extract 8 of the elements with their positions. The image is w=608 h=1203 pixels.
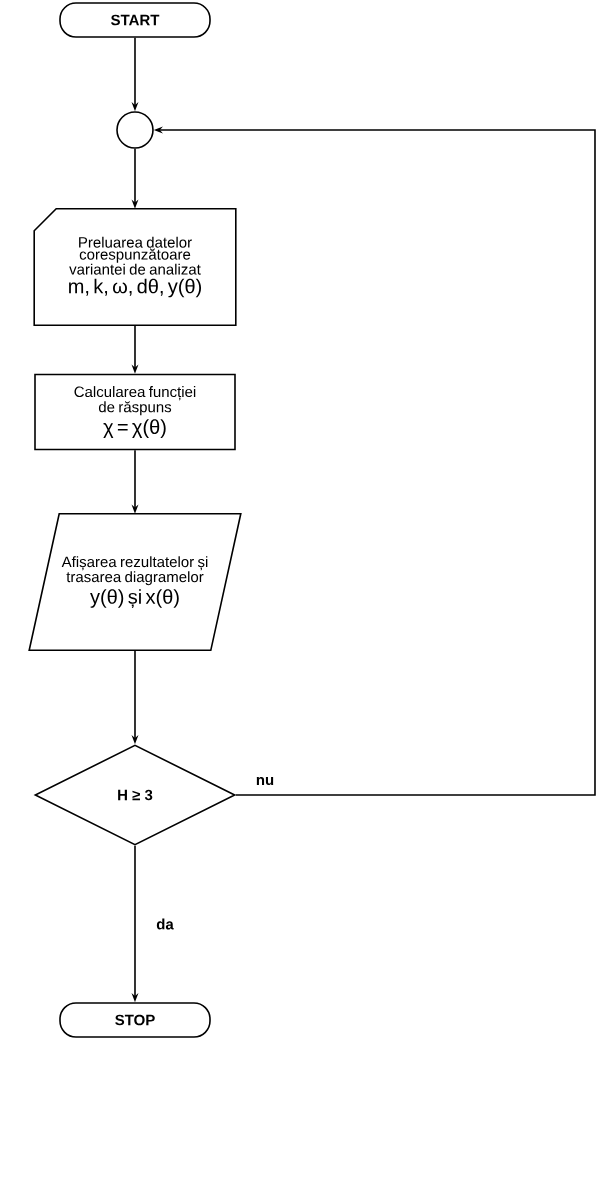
- terminal-box: START: [59, 2, 211, 38]
- connector-circle: [116, 111, 154, 149]
- edge-label: nu: [254, 775, 276, 787]
- output-parallelogram: Afișarea rezultatelor și trasarea diagramelor y(θ) și x(θ): [28, 512, 242, 652]
- terminal-box: STOP: [59, 1002, 211, 1038]
- edge-label: da: [155, 917, 175, 931]
- process-box: Calcularea funcției de răspuns χ = χ(θ): [34, 373, 236, 451]
- input-box: Preluarea datelor corespunzătoare variantei de analizat m, k, ω, dθ, y(θ): [33, 207, 237, 327]
